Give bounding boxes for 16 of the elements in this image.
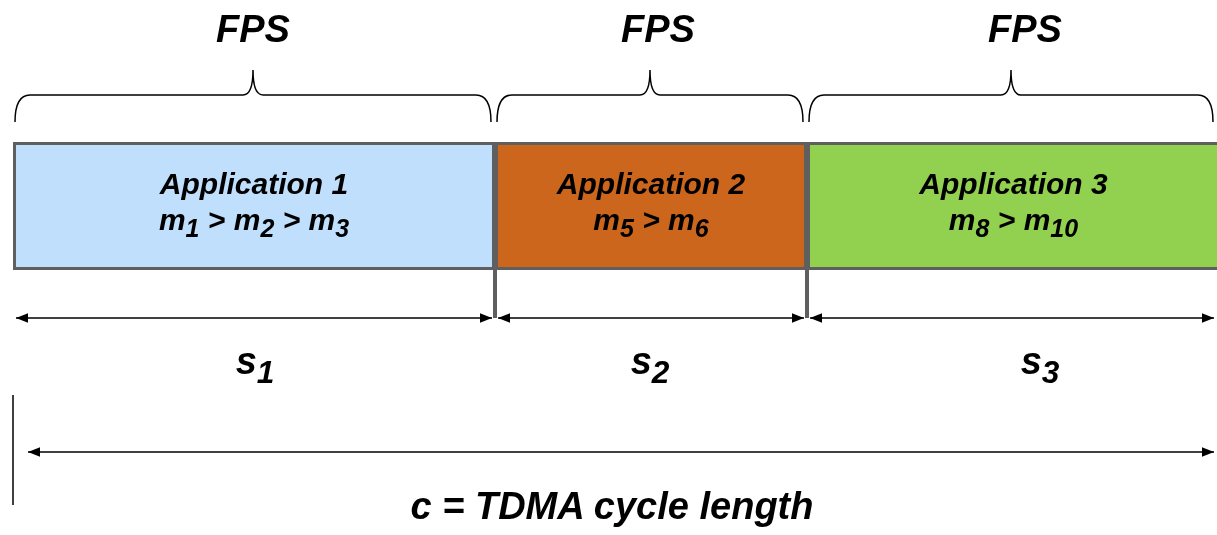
cycle-length-label: c = TDMA cycle length: [410, 485, 814, 528]
application-name: Application 3: [919, 166, 1108, 202]
fps-label: FPS: [621, 8, 695, 51]
slot-length-label: s$_{3}$: [1020, 340, 1060, 391]
slot-length-label: s$_{2}$: [630, 340, 670, 391]
slot-length-label: s$_{1}$: [235, 340, 275, 391]
message-order: m$_{5}$ > m$_{6}$: [593, 202, 709, 244]
time-slot: [13, 142, 495, 270]
application-name: Application 1: [159, 166, 349, 202]
application-name: Application 2: [556, 166, 746, 202]
fps-label: FPS: [216, 8, 290, 51]
message-order: m$_{8}$ > m$_{10}$: [948, 202, 1079, 244]
time-slot: [495, 142, 807, 270]
message-order: m$_{1}$ > m$_{2}$ > m$_{3}$: [158, 202, 350, 244]
fps-label: FPS: [988, 8, 1062, 51]
time-slot: [807, 142, 1217, 270]
